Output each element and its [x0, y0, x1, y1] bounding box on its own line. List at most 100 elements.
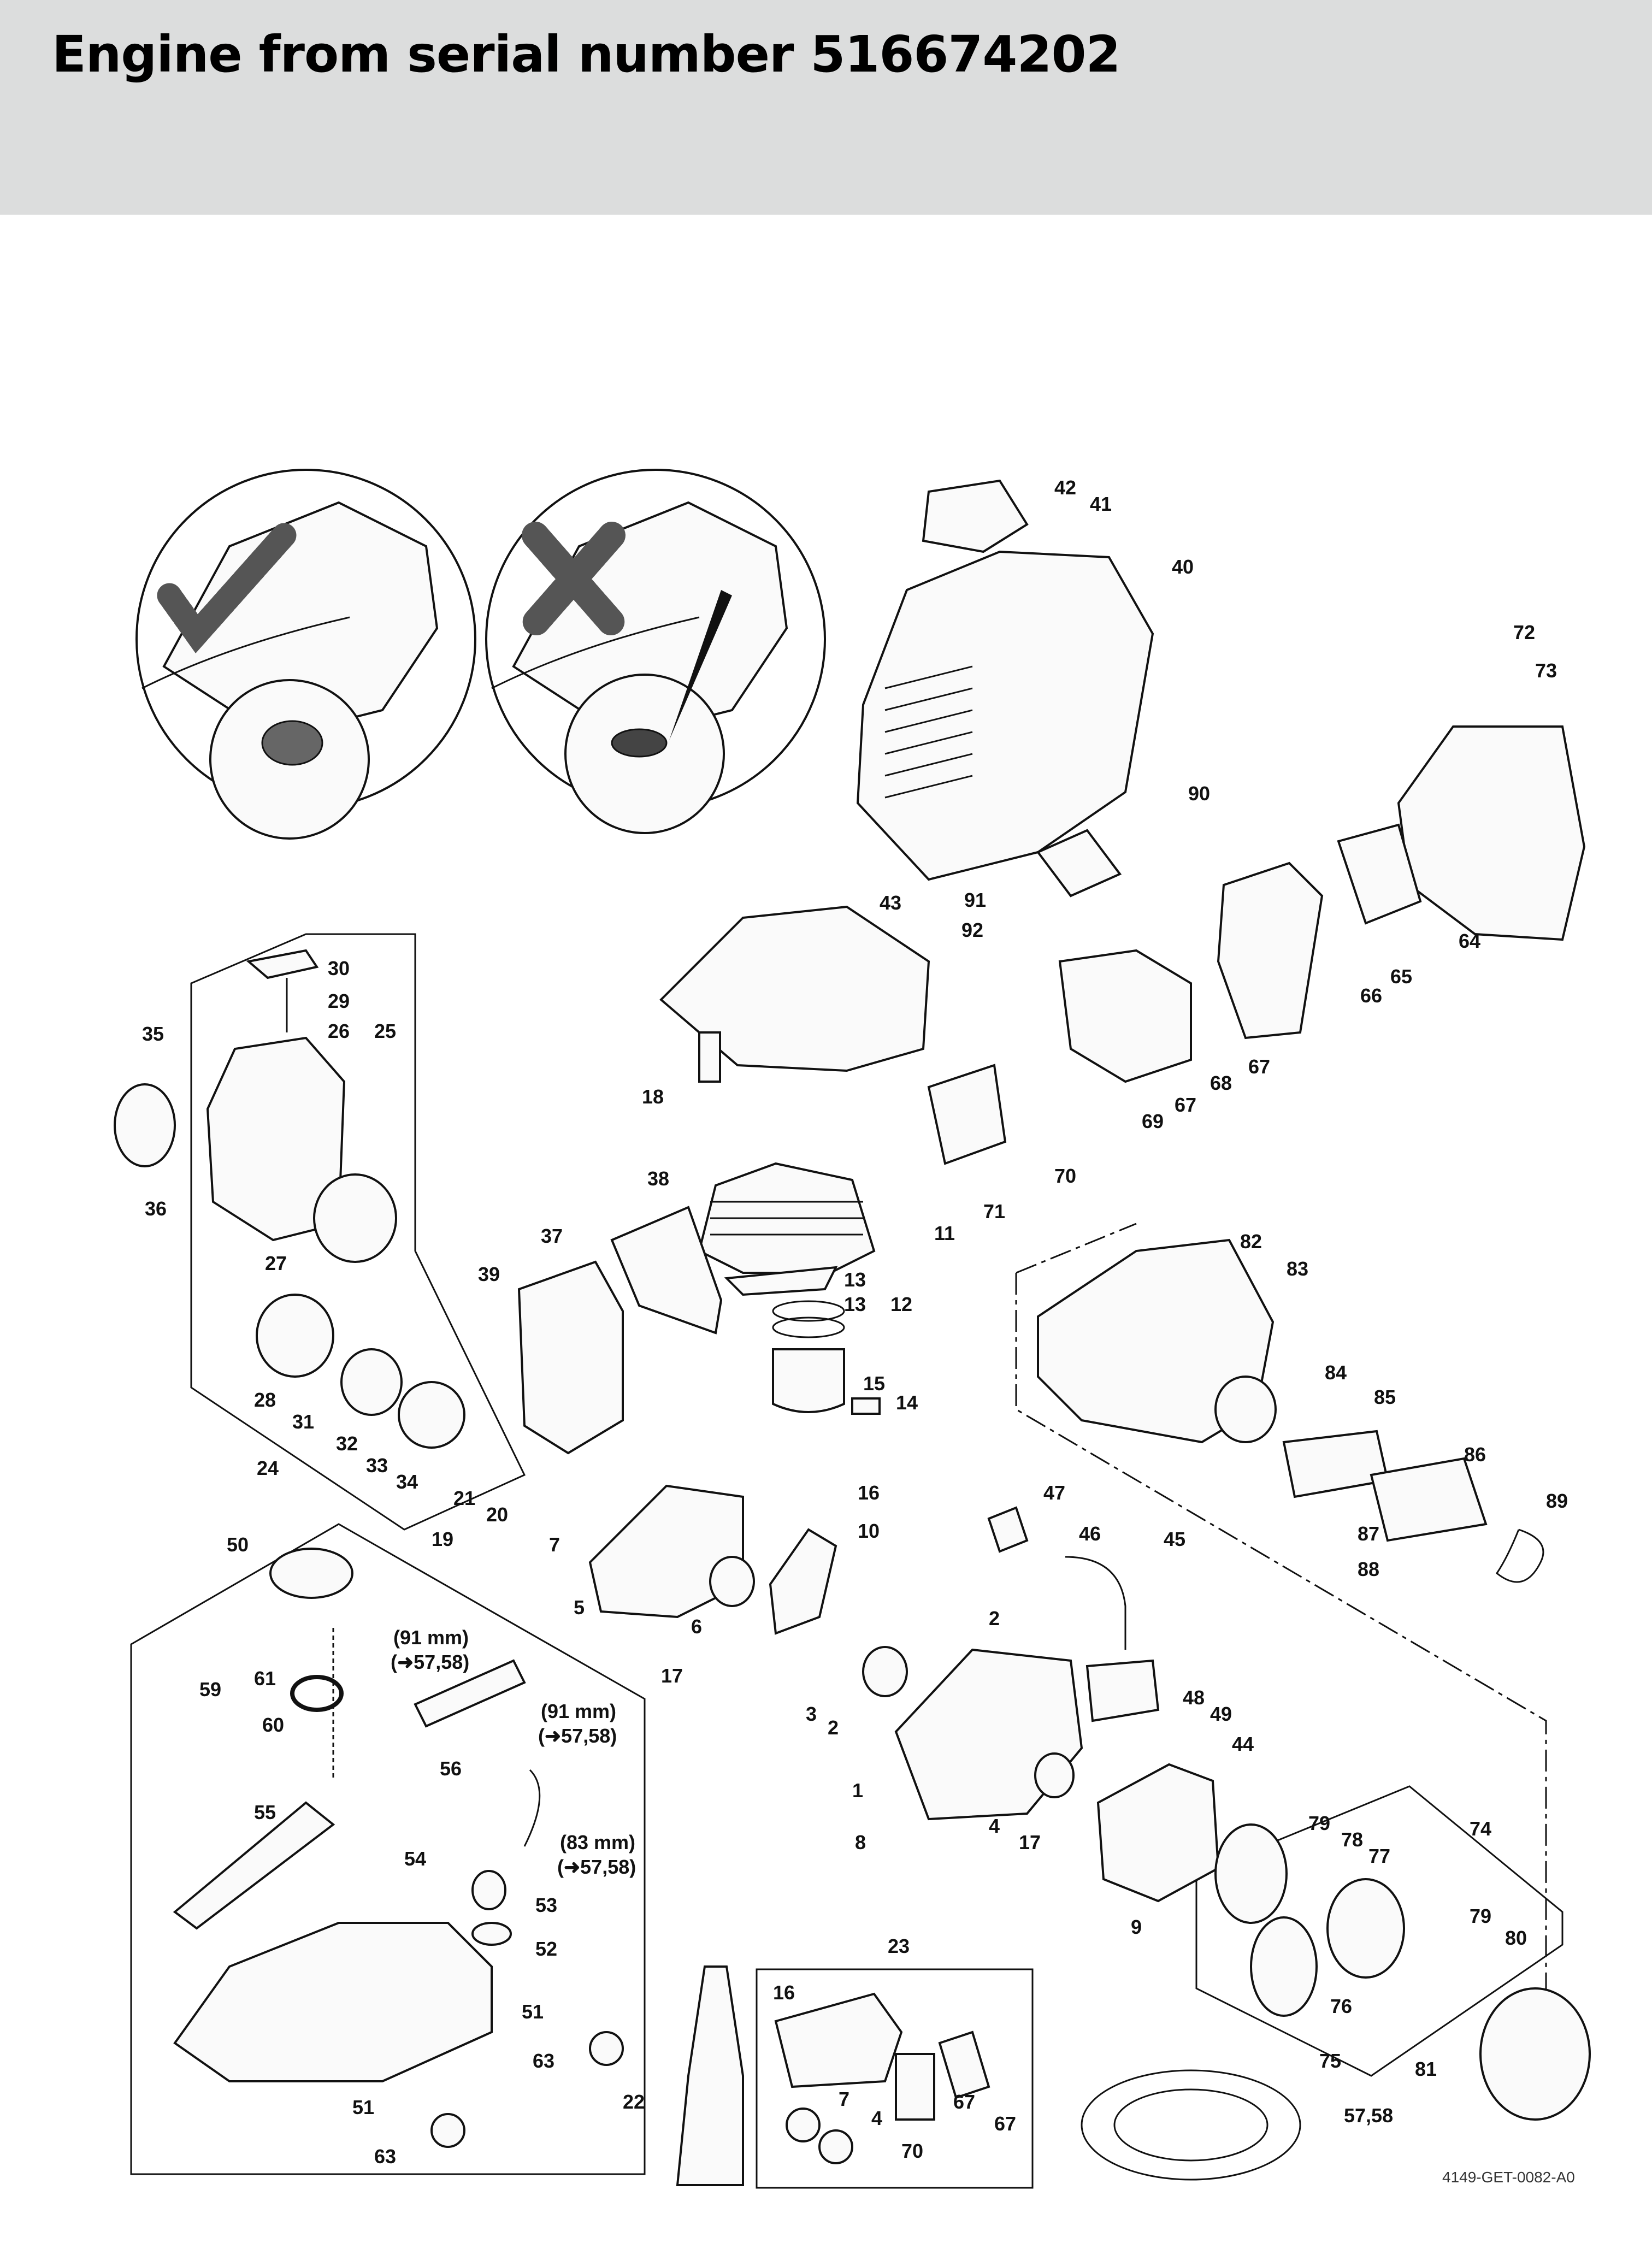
callout-c7b: 7 — [839, 2088, 849, 2110]
callout-c6: 6 — [691, 1615, 702, 1638]
callout-c84: 84 — [1325, 1361, 1347, 1384]
grease-tube-22 — [676, 1965, 744, 2186]
cylinder-assembly — [698, 1031, 876, 1296]
callout-c70b: 70 — [901, 2140, 923, 2162]
callout-c25: 25 — [374, 1020, 396, 1042]
callout-c74: 74 — [1470, 1817, 1491, 1840]
callout-c79b: 79 — [1470, 1905, 1491, 1927]
callout-c44: 44 — [1232, 1733, 1254, 1755]
page-title: Engine from serial number 516674202 — [52, 25, 1120, 84]
air-filter-cover-assembly — [1217, 725, 1586, 1040]
callout-c17b: 17 — [1019, 1831, 1041, 1853]
callout-c89: 89 — [1546, 1490, 1568, 1512]
shroud-43 — [659, 905, 930, 1072]
callout-c73: 73 — [1535, 659, 1557, 682]
callout-c43: 43 — [880, 892, 901, 914]
callout-c8: 8 — [855, 1831, 866, 1853]
callout-c39: 39 — [478, 1263, 500, 1285]
callout-c22: 22 — [623, 2091, 645, 2113]
callout-c70a: 70 — [1054, 1165, 1076, 1187]
callout-c82: 82 — [1240, 1230, 1262, 1253]
callout-c12: 12 — [890, 1293, 912, 1315]
callout-c54: 54 — [404, 1847, 426, 1870]
carburetor-assembly — [927, 829, 1192, 1165]
fuel-tank-assembly — [173, 1548, 624, 2148]
callout-c65: 65 — [1390, 965, 1412, 988]
callout-c16a: 16 — [858, 1481, 880, 1504]
inset-incorrect-routing — [485, 469, 826, 834]
recoil-starter-assembly — [114, 949, 465, 1449]
gasket-set-23 — [774, 1992, 990, 2164]
callout-c77: 77 — [1368, 1845, 1390, 1867]
callout-c26: 26 — [328, 1020, 350, 1042]
callout-c67c: 67 — [953, 2091, 975, 2113]
callout-c37: 37 — [541, 1225, 563, 1247]
callout-c48: 48 — [1183, 1686, 1205, 1709]
callout-c86: 86 — [1464, 1443, 1486, 1466]
callout-c67d: 67 — [994, 2112, 1016, 2135]
callout-c66: 66 — [1360, 984, 1382, 1007]
hose-note-ref-b: (➜57,58) — [538, 1725, 617, 1747]
ignition-module-45 — [987, 1506, 1160, 1722]
fan-housing-dashed-outline — [1015, 1223, 1547, 2010]
callout-c7a: 7 — [549, 1533, 560, 1556]
callout-c40: 40 — [1172, 556, 1194, 578]
callout-c27: 27 — [265, 1252, 287, 1274]
starter-group-box — [190, 933, 526, 1531]
callout-c11: 11 — [934, 1222, 955, 1244]
gasket-set-box — [756, 1968, 1034, 2189]
hose-note-ref-a: (➜57,58) — [391, 1651, 469, 1673]
clutch-group-box — [1195, 1785, 1564, 2077]
callout-c50: 50 — [227, 1533, 249, 1556]
callout-c21: 21 — [453, 1487, 475, 1509]
crankcase-assembly — [588, 1484, 1083, 1821]
callout-c13b: 13 — [844, 1293, 866, 1315]
callout-c47: 47 — [1043, 1481, 1065, 1504]
callout-c4b: 4 — [871, 2107, 882, 2129]
callout-c35: 35 — [142, 1023, 164, 1045]
callout-c59: 59 — [199, 1678, 221, 1701]
callout-c10: 10 — [858, 1520, 880, 1542]
callout-c87: 87 — [1358, 1522, 1379, 1545]
callout-c55: 55 — [254, 1801, 276, 1823]
callout-c19: 19 — [432, 1528, 453, 1550]
callout-c29: 29 — [328, 990, 350, 1012]
callout-c18: 18 — [642, 1085, 664, 1108]
callout-c17a: 17 — [661, 1664, 683, 1687]
callout-c64: 64 — [1459, 930, 1480, 952]
callout-c46: 46 — [1079, 1522, 1101, 1545]
fan-housing-82 — [1037, 1238, 1277, 1444]
callout-c69: 69 — [1142, 1110, 1164, 1132]
callout-c76: 76 — [1330, 1995, 1352, 2017]
callout-c16b: 16 — [773, 1981, 795, 2004]
callout-c51a: 51 — [522, 2000, 544, 2023]
callout-c9: 9 — [1131, 1916, 1142, 1938]
callout-c41: 41 — [1090, 493, 1112, 515]
callout-c88: 88 — [1358, 1558, 1379, 1580]
callout-c36: 36 — [145, 1197, 167, 1220]
callout-c15: 15 — [863, 1372, 885, 1395]
callout-c80: 80 — [1505, 1927, 1527, 1949]
callout-c51b: 51 — [352, 2096, 374, 2118]
callout-c53: 53 — [535, 1894, 557, 1916]
callout-c24: 24 — [257, 1457, 279, 1479]
callout-c63b: 63 — [374, 2145, 396, 2168]
callout-c63a: 63 — [533, 2050, 554, 2072]
callout-c83: 83 — [1287, 1258, 1308, 1280]
hose-note-len-a: (91 mm) — [393, 1626, 469, 1649]
hose-note-ref-c: (➜57,58) — [557, 1856, 636, 1878]
callout-c14: 14 — [896, 1391, 918, 1414]
callout-c92: 92 — [961, 919, 983, 941]
callout-c4a: 4 — [989, 1815, 1000, 1837]
callout-c52: 52 — [535, 1938, 557, 1960]
callout-c45: 45 — [1164, 1528, 1185, 1550]
callout-c5: 5 — [574, 1596, 585, 1619]
callout-c30: 30 — [328, 957, 350, 979]
callout-c23: 23 — [888, 1935, 910, 1957]
callout-c20: 20 — [486, 1503, 508, 1526]
callout-c90: 90 — [1188, 782, 1210, 805]
page-header: Engine from serial number 516674202 — [0, 0, 1652, 215]
drive-tube-parts — [1282, 1430, 1544, 1583]
callout-c42: 42 — [1054, 476, 1076, 499]
